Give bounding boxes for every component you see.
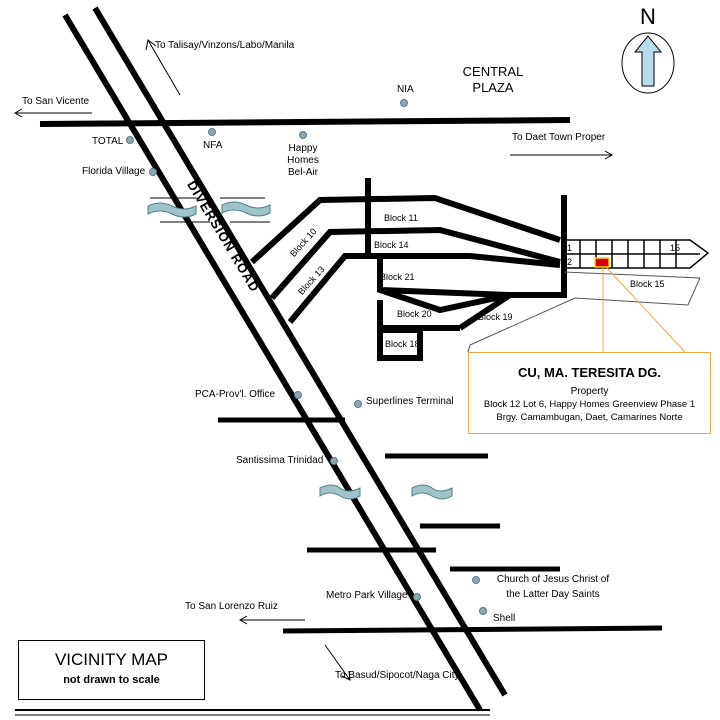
block-21-label: Block 21 [380, 272, 415, 282]
landmark-shell: Shell [493, 613, 516, 624]
lot-2-label: 2 [567, 257, 573, 267]
diversion-road-edge-left [62, 13, 483, 712]
direction-talisay: To Talisay/Vinzons/Labo/Manila [155, 40, 295, 51]
block-20-label: Block 20 [397, 309, 432, 319]
block-14-label: Block 14 [374, 240, 409, 250]
legend-box: VICINITY MAP not drawn to scale [18, 640, 205, 700]
direction-san-lorenzo: To San Lorenzo Ruiz [185, 601, 278, 612]
block-15-label: Block 15 [630, 279, 665, 289]
property-label: Property [570, 386, 609, 397]
landmark-santissima: Santissima Trinidad [236, 455, 324, 466]
diversion-road-edge-right [92, 6, 508, 697]
block-18-label: Block 18 [385, 339, 420, 349]
creeks [147, 201, 453, 500]
landmark-florida-village: Florida Village [82, 166, 146, 177]
subdivision-roads [249, 178, 567, 361]
property-leader-2 [605, 266, 686, 353]
property-address-2: Brgy. Camambugan, Daet, Camarines Norte [496, 412, 683, 423]
north-label: N [640, 4, 656, 29]
landmark-metro-park: Metro Park Village [326, 590, 408, 601]
landmark-nia: NIA [397, 84, 414, 95]
landmark-markers [126, 99, 487, 615]
landmark-pca: PCA-Prov'l. Office [195, 389, 276, 400]
direction-daet: To Daet Town Proper [512, 132, 606, 143]
legend-subtitle: not drawn to scale [63, 674, 160, 686]
north-arrow-icon [621, 32, 675, 94]
creek-bank-lines [150, 197, 270, 223]
property-address-1: Block 12 Lot 6, Happy Homes Greenview Ph… [483, 399, 696, 410]
road-top [39, 117, 571, 127]
landmark-total: TOTAL [92, 136, 124, 147]
block-19-label: Block 19 [478, 312, 513, 322]
direction-san-vicente: To San Vicente [22, 96, 90, 107]
property-owner: CU, MA. TERESITA DG. [518, 365, 661, 380]
block-11-label: Block 11 [384, 213, 418, 223]
lot-1-label: 1 [567, 243, 573, 253]
block-12-grid [562, 239, 710, 269]
direction-arrows [13, 39, 614, 681]
property-marker [594, 257, 610, 268]
landmark-superlines: Superlines Terminal [366, 396, 454, 407]
block-15-outline [467, 271, 701, 353]
lot-15-label: 15 [670, 243, 681, 253]
lower-cross-roads [218, 417, 663, 634]
direction-basud: To Basud/Sipocot/Naga City [335, 670, 460, 681]
landmark-nfa: NFA [203, 140, 223, 151]
property-info-box: CU, MA. TERESITA DG. Property Block 12 L… [468, 352, 711, 434]
legend-title: VICINITY MAP [54, 650, 169, 669]
